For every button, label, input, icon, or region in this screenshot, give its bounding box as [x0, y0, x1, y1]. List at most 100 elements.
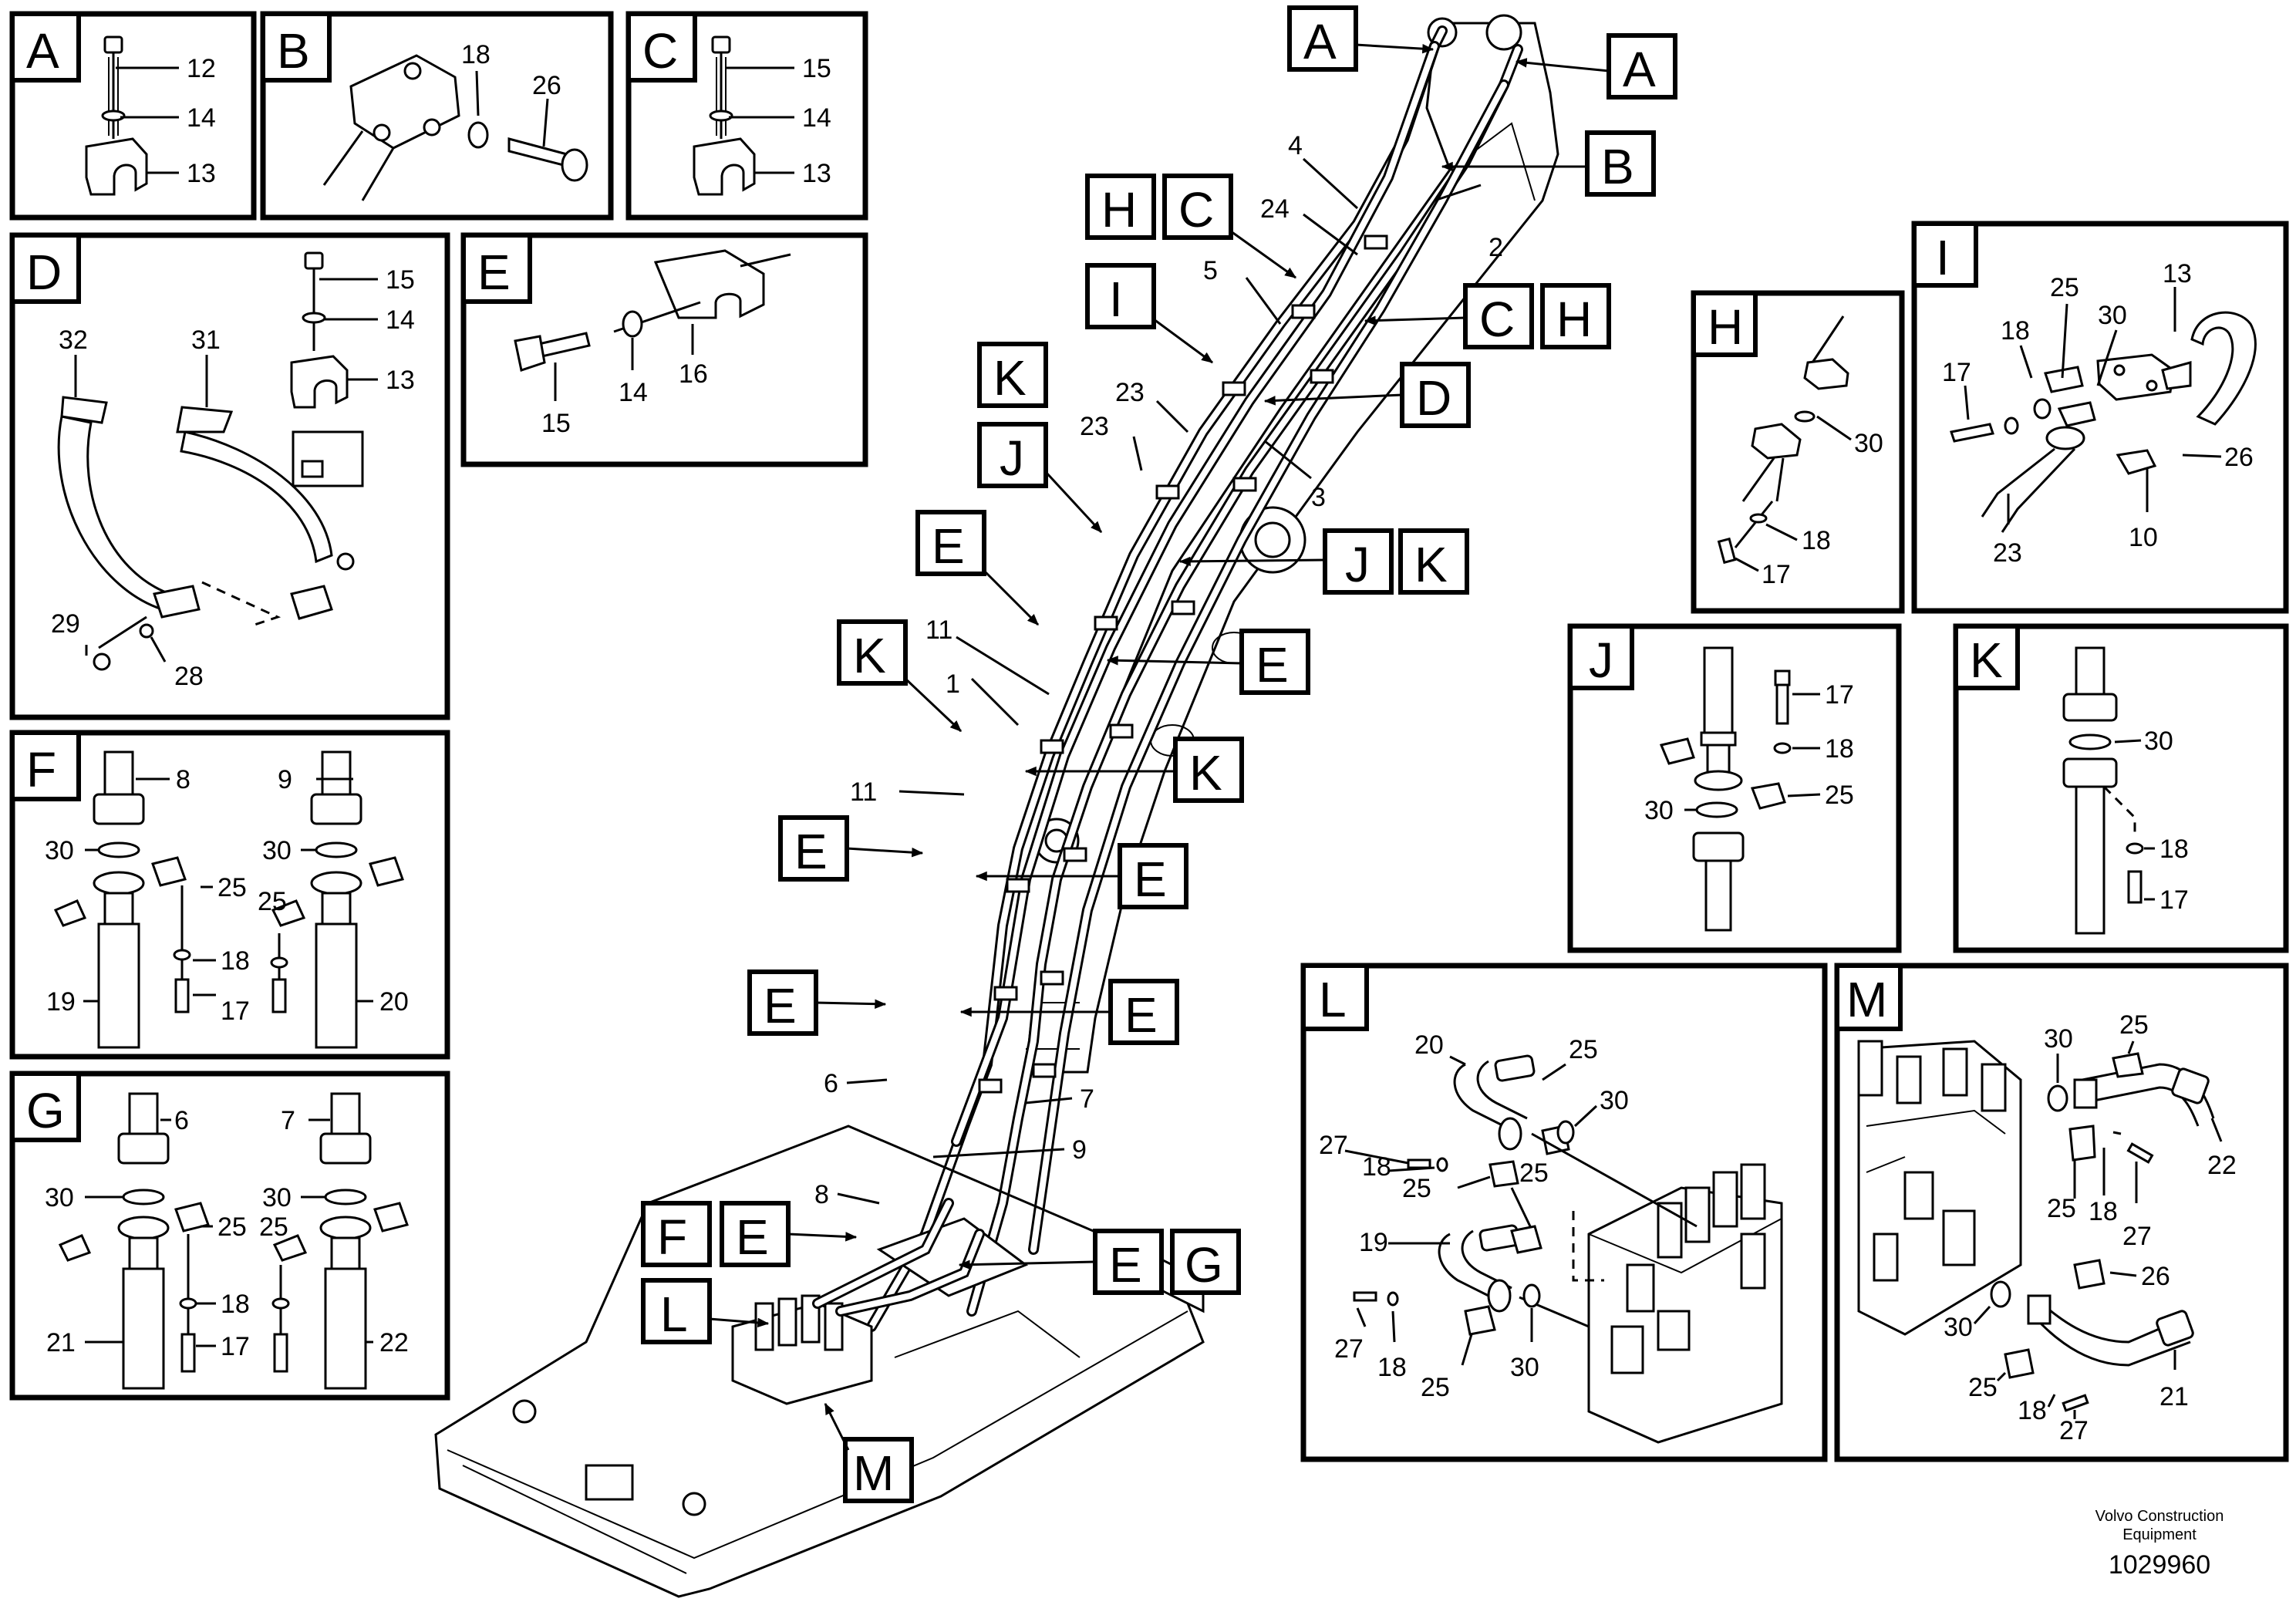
svg-text:E: E [794, 824, 828, 879]
flange-block-part [2062, 757, 2118, 788]
flange-block-part [2062, 693, 2118, 722]
main-tag-E-left-2: E [778, 815, 924, 882]
flange-block-part [93, 793, 145, 825]
svg-text:M: M [853, 1445, 894, 1501]
o-ring-part [97, 841, 140, 858]
detail-panel-C: C 15 14 13 [625, 11, 868, 221]
callout-number: 27 [2122, 1222, 2152, 1251]
main-tag-L: L [641, 1278, 770, 1344]
o-ring-part [2047, 1084, 2068, 1112]
svg-text:E: E [1134, 851, 1167, 907]
o-ring-part [1556, 1120, 1575, 1145]
main-tag-H-right: H [1540, 283, 1611, 349]
callout-number: 23 [1080, 412, 1109, 441]
callout-number: 11 [850, 777, 877, 807]
callout-number: 10 [2129, 523, 2158, 552]
svg-text:K: K [1414, 537, 1448, 592]
callout-number: 1 [946, 669, 960, 699]
panel-letter: M [1846, 972, 1887, 1027]
callout-number: 26 [2141, 1262, 2170, 1291]
callout-number: 25 [1402, 1174, 1431, 1203]
callout-number: 25 [1825, 781, 1854, 810]
panel-letter: E [477, 244, 511, 300]
svg-text:D: D [1416, 370, 1451, 426]
callout-number: 18 [461, 40, 491, 69]
pipe-bend-part [2190, 311, 2257, 426]
callout-number: 30 [1644, 796, 1674, 825]
callout-number: 23 [1993, 538, 2022, 568]
callout-number: 8 [814, 1180, 829, 1209]
hose-part [2075, 785, 2106, 935]
clamp-block-part [85, 137, 148, 196]
main-tag-E-right-1: E [1106, 629, 1310, 695]
panel-letter: G [26, 1083, 65, 1138]
hose-part [1703, 646, 1734, 734]
pipe-clamp-half-part [180, 430, 333, 564]
svg-text:E: E [764, 978, 797, 1034]
svg-text:G: G [1185, 1237, 1223, 1293]
callout-number: 15 [386, 265, 415, 295]
callout-number: 18 [2001, 316, 2030, 346]
washer-part [101, 110, 126, 122]
main-tag-B: B [1441, 130, 1656, 197]
flange-part [93, 871, 145, 895]
callout-number: 6 [824, 1069, 838, 1098]
callout-number: 31 [191, 325, 221, 355]
callout-number: 17 [1942, 358, 1971, 387]
callout-number: 32 [59, 325, 88, 355]
clamp-block-part [693, 137, 756, 196]
main-tag-A-right: A [1515, 33, 1677, 99]
callout-number: 13 [386, 366, 415, 395]
callout-number: 28 [174, 662, 204, 691]
callout-number: 19 [1359, 1228, 1388, 1257]
svg-text:E: E [1124, 987, 1158, 1043]
clamp-block-part [653, 249, 765, 319]
callout-number: 5 [1203, 256, 1218, 285]
callout-number: 25 [1421, 1373, 1450, 1402]
detail-panel-M: M [1834, 963, 2289, 1462]
main-tag-E-upper-left: E [915, 510, 1040, 626]
callout-number: 12 [187, 54, 216, 83]
callout-number: 27 [2059, 1416, 2089, 1445]
o-ring-part [2033, 398, 2052, 420]
flange-block-part [1692, 831, 1745, 862]
boom-outline [1024, 22, 1559, 1074]
callout-number: 27 [1319, 1131, 1348, 1160]
o-ring-part [467, 121, 489, 149]
callout-number: 30 [262, 836, 292, 865]
callout-number: 25 [2119, 1010, 2149, 1040]
company-name-line1: Volvo Construction [2095, 1508, 2224, 1525]
callout-number: 30 [1854, 429, 1883, 458]
bolt-part [1950, 423, 1994, 443]
callout-number: 27 [1334, 1334, 1364, 1364]
detail-panel-D: D 15 14 13 32 31 29 28 [9, 232, 450, 720]
callout-number: 23 [1115, 378, 1145, 407]
main-tag-E-lower-left: E [720, 1201, 858, 1267]
svg-text:J: J [1345, 537, 1370, 592]
callout-number: 30 [2044, 1024, 2073, 1054]
svg-text:E: E [1109, 1237, 1142, 1293]
callout-number: 30 [2144, 727, 2173, 756]
hose-part [97, 922, 140, 1049]
svg-text:K: K [853, 628, 886, 683]
detail-panel-B: B 18 26 [260, 11, 614, 221]
svg-text:B: B [1601, 139, 1634, 194]
main-tag-D: D [1263, 362, 1471, 428]
detail-panel-K: K 30 18 17 [1953, 623, 2289, 953]
main-tag-J-upper: J [977, 422, 1103, 534]
panel-letter: K [1970, 632, 2003, 688]
company-name-line2: Equipment [2122, 1526, 2197, 1543]
svg-text:H: H [1556, 292, 1592, 347]
drawing-number: 1029960 [2109, 1550, 2210, 1580]
panel-letter: C [642, 23, 678, 79]
callout-number: 18 [221, 946, 250, 976]
callout-number: 13 [2163, 259, 2192, 288]
svg-text:L: L [660, 1286, 688, 1342]
svg-text:J: J [1000, 430, 1024, 486]
panel-letter: I [1936, 230, 1950, 285]
detail-panel-H: H 30 18 17 [1691, 290, 1905, 614]
main-tag-K-left: K [837, 619, 963, 733]
main-tag-A-left: A [1287, 5, 1435, 72]
callout-number: 6 [174, 1106, 189, 1135]
